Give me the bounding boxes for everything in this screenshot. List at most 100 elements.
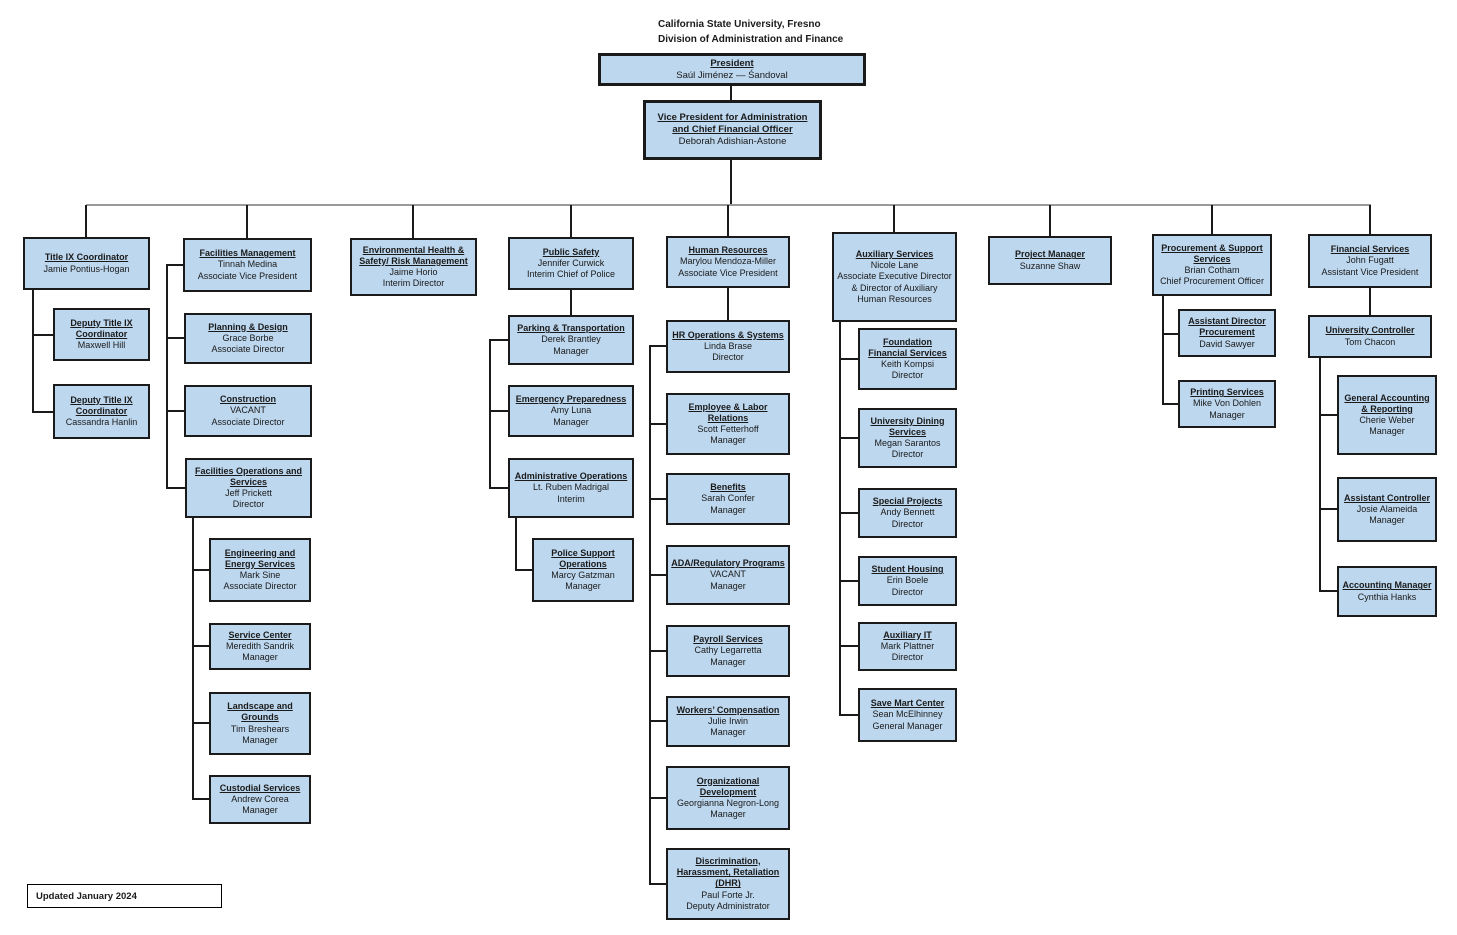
chart-header: California State University, Fresno Divi… [658,17,843,47]
box-title: Vice President for Administration and Ch… [657,112,808,136]
box-title: Accounting Manager [1342,580,1432,591]
box-title: Procurement & Support Services [1161,242,1263,264]
box-title: Deputy Title IX Coordinator [70,394,133,416]
box-name: Mark Sine [239,570,281,580]
org-box-hr-operations-systems: HR Operations & Systems Linda Brase Dire… [666,320,790,373]
connector-line [649,797,666,799]
connector-line [1162,403,1178,405]
org-box-custodial-services: Custodial Services Andrew Corea Manager [209,775,311,824]
box-name: Sarah Confer [701,493,755,504]
box-role: Associate Vice President [678,267,778,278]
box-role: Deputy Administrator [686,900,770,911]
connector-line [166,487,185,489]
box-role: Manager [1369,515,1405,526]
box-role: Director [891,449,924,460]
box-role: Associate Director [211,344,285,355]
box-role: Manager [1209,409,1245,420]
box-name: Deborah Adishian-Astone [678,135,787,147]
connector-line [489,487,508,489]
connector-line [166,337,184,339]
box-title: Employee & Labor Relations [688,401,768,423]
connector-line [893,205,895,232]
box-title: Planning & Design [208,321,288,332]
box-title: Engineering and Energy Services [224,547,296,569]
org-box-student-housing: Student Housing Erin Boele Director [858,556,957,606]
box-name: Paul Forte Jr. [701,889,755,900]
box-title: Organizational Development [696,775,760,797]
box-name: Marcy Gatzman [551,570,615,580]
connector-line [570,205,572,237]
box-title: Police Support Operations [551,547,615,569]
box-role: Interim Director [382,278,445,289]
box-title: Facilities Operations and Services [194,465,303,487]
box-title: Landscape and Grounds [227,701,293,723]
org-box-special-projects: Special Projects Andy Bennett Director [858,488,957,538]
box-name: Mark Plattner [880,640,935,651]
org-box-assistant-controller: Assistant Controller Josie Alameida Mana… [1337,477,1437,542]
connector-line [649,720,666,722]
box-role: Manager [710,809,746,820]
box-name: Megan Sarantos [874,438,941,448]
box-name: Derek Brantley [541,334,601,345]
org-box-payroll-services: Payroll Services Cathy Legarretta Manage… [666,625,790,677]
box-role: Director [891,518,924,529]
box-name: Cassandra Hanlin [65,417,138,428]
box-title: Custodial Services [219,782,301,793]
box-name: Linda Brase [703,340,753,351]
box-title: Title IX Coordinator [44,252,129,263]
box-name: Amy Luna [550,405,592,416]
box-role: Manager [242,734,278,745]
box-name: Brian Cotham [1184,265,1240,275]
connector-line [839,580,858,582]
connector-line [412,205,414,238]
box-name: Scott Fetterhoff [697,424,759,434]
box-name: David Sawyer [1199,338,1255,349]
box-role: Associate Director [223,581,297,592]
box-name: Maxwell Hill [77,340,126,351]
org-box-project-manager: Project Manager Suzanne Shaw [988,236,1112,285]
box-title: Environmental Health & Safety/ Risk Mana… [359,244,468,266]
org-box-auxiliary-services: Auxiliary Services Nicole Lane Associate… [832,232,957,322]
box-role: Director [891,652,924,663]
box-title: Printing Services [1190,387,1264,398]
org-box-title-ix-coordinator: Title IX Coordinator Jamie Pontius-Hogan [23,237,150,290]
box-title: Emergency Preparedness [515,394,627,405]
org-box-construction: Construction VACANT Associate Director [184,385,312,437]
connector-line [1319,414,1337,416]
box-role: Interim [557,493,585,504]
org-box-dhr: Discrimination, Harassment, Retaliation … [666,848,790,920]
box-name: Meredith Sandrik [225,640,295,651]
org-box-assistant-director-procurement: Assistant Director Procurement David Saw… [1178,309,1276,357]
connector-line [1319,508,1337,510]
box-title: Student Housing [871,564,944,575]
connector-line [649,498,666,500]
connector-line [649,650,666,652]
connector-line [166,410,184,412]
box-name: Tinnah Medina [217,259,278,270]
org-box-university-dining: University Dining Services Megan Saranto… [858,408,957,468]
box-role: Manager [553,416,589,427]
box-title: Financial Services [1330,244,1410,255]
org-box-foundation-financial: Foundation Financial Services Keith Komp… [858,328,957,390]
box-role: Director [891,586,924,597]
connector-line [570,290,572,315]
connector-line [649,574,666,576]
box-name: Jamie Pontius-Hogan [43,263,130,274]
box-role: Manager [565,581,601,592]
box-name: Marylou Mendoza-Miller [679,256,777,267]
org-box-workers-compensation: Workers’ Compensation Julie Irwin Manage… [666,696,790,747]
connector-line [1162,296,1164,405]
box-role: Assistant Vice President [1321,266,1419,277]
box-title: Special Projects [872,496,943,507]
box-role: Manager [710,504,746,515]
box-title: Benefits [710,482,746,493]
box-title: Construction [220,394,276,405]
connector-line [649,345,666,347]
org-box-deputy-title-ix-2: Deputy Title IX Coordinator Cassandra Ha… [53,384,150,439]
connector-line [192,722,209,724]
updated-date-label: Updated January 2024 [36,890,137,902]
org-box-benefits: Benefits Sarah Confer Manager [666,473,790,525]
org-box-president: President Saúl Jiménez — Śandoval [598,53,866,86]
box-title: Foundation Financial Services [868,336,947,358]
